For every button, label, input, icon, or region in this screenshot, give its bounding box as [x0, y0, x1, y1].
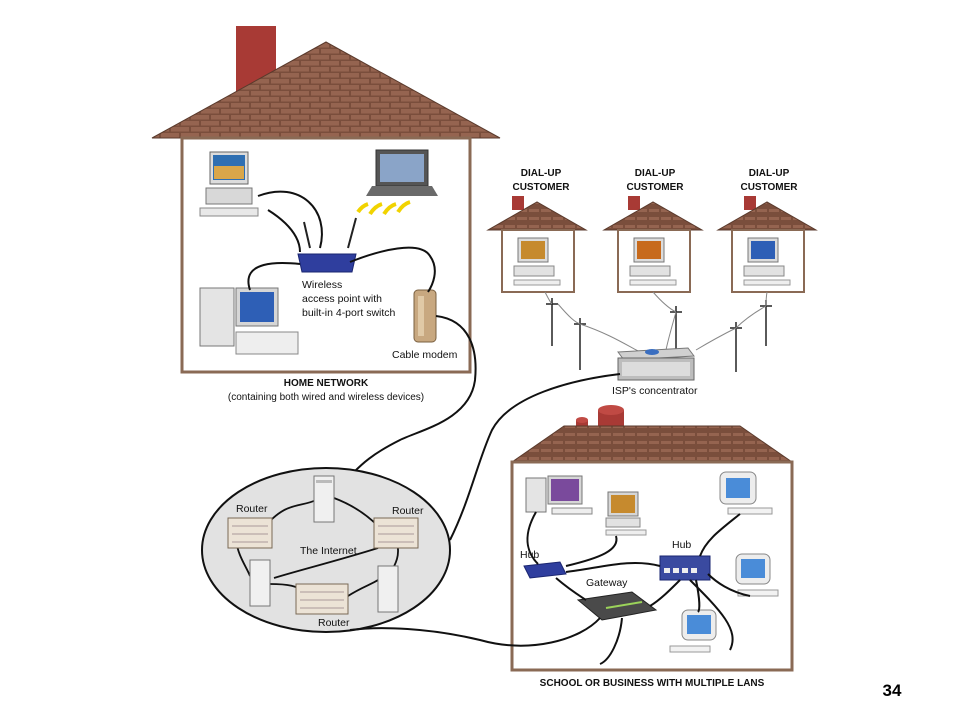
school-title: SCHOOL OR BUSINESS WITH MULTIPLE LANS	[540, 678, 765, 689]
router-left-label: Router	[236, 503, 268, 515]
dialup-house-3	[716, 196, 818, 293]
internet-label: The Internet	[300, 545, 357, 557]
home-network-title: HOME NETWORK	[284, 378, 369, 389]
internet-server-top	[313, 475, 335, 523]
isp-concentrator	[617, 347, 695, 381]
page-number: 34	[883, 681, 902, 700]
concentrator-internet-cable	[449, 373, 621, 541]
dialup-3-label-line-1: DIAL-UP	[749, 168, 790, 179]
dialup-house-2	[602, 196, 704, 293]
home-network-subtitle: (containing both wired and wireless devi…	[228, 392, 424, 403]
school-gateway	[576, 591, 658, 621]
phone-poles	[546, 298, 772, 372]
cable-modem-label: Cable modem	[392, 349, 458, 361]
home-tower-computer	[199, 287, 299, 355]
home-desktop-computer	[199, 151, 259, 217]
hub-right-label: Hub	[672, 539, 691, 551]
router-bottom	[295, 583, 349, 615]
wireless-access-point	[297, 217, 357, 273]
phone-lines	[544, 291, 768, 353]
router-right	[373, 517, 419, 549]
cable-modem	[413, 289, 437, 343]
dialup-3-label-line-2: CUSTOMER	[740, 182, 798, 193]
school-imac-3	[669, 609, 717, 653]
school-imac-2	[735, 553, 779, 597]
school-building	[510, 405, 794, 672]
home-roof	[151, 41, 501, 139]
school-hub-right	[659, 555, 711, 581]
dialup-1-label-line-2: CUSTOMER	[512, 182, 570, 193]
gateway-label: Gateway	[586, 577, 628, 589]
wireless-signal-icon	[356, 200, 411, 216]
internet-server-left	[249, 559, 271, 607]
dialup-house-1	[486, 196, 588, 293]
internet-server-right	[377, 565, 399, 613]
home-cables	[247, 190, 477, 475]
school-desktop-2	[605, 491, 647, 536]
dialup-2-label-line-1: DIAL-UP	[635, 168, 676, 179]
school-imac-1	[719, 471, 773, 515]
home-laptop	[366, 149, 438, 196]
school-cables	[526, 511, 751, 651]
router-bottom-label: Router	[318, 617, 350, 629]
wireless-label-line-1: Wireless	[302, 279, 342, 291]
dialup-2-label-line-2: CUSTOMER	[626, 182, 684, 193]
gateway-router-cable	[599, 617, 623, 665]
school-desktop-1	[525, 475, 593, 515]
wireless-label-line-3: built-in 4-port switch	[302, 307, 396, 319]
hub-left-label: Hub	[520, 549, 539, 561]
isp-concentrator-label: ISP's concentrator	[612, 385, 698, 397]
school-roof	[510, 425, 794, 463]
router-left	[227, 517, 273, 549]
dialup-1-label-line-1: DIAL-UP	[521, 168, 562, 179]
school-hub-left	[523, 561, 567, 579]
router-right-label: Router	[392, 505, 424, 517]
wireless-label-line-2: access point with	[302, 293, 382, 305]
gateway-internet-cable	[349, 617, 601, 647]
